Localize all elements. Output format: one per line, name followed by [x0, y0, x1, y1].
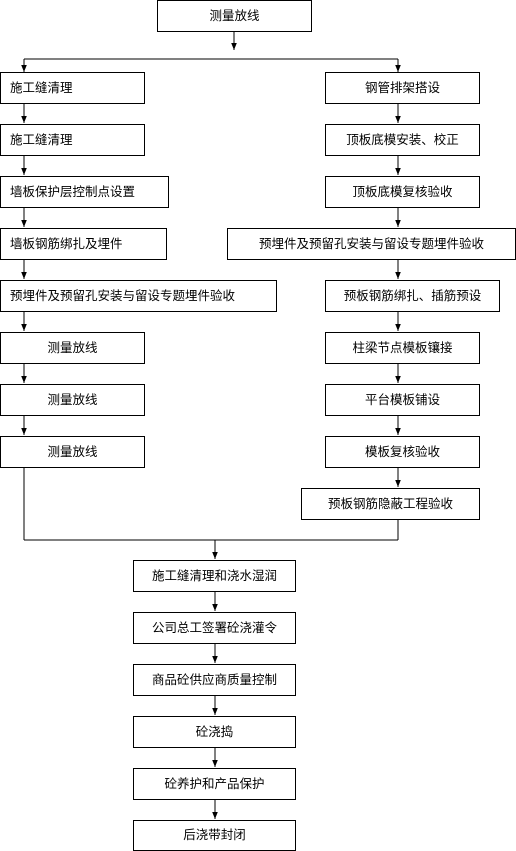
right-step-8: 模板复核验收	[325, 436, 480, 468]
bottom-step-5: 砼养护和产品保护	[133, 768, 296, 800]
bottom-step-1: 施工缝清理和浇水湿润	[133, 560, 296, 592]
step-top-survey: 测量放线	[157, 0, 312, 32]
left-step-6: 测量放线	[0, 332, 145, 364]
bottom-step-4: 砼浇捣	[133, 716, 296, 748]
bottom-step-3: 商品砼供应商质量控制	[133, 664, 296, 696]
right-step-4: 预埋件及预留孔安装与留设专题埋件验收	[227, 228, 516, 260]
bottom-step-2: 公司总工签署砼浇灌令	[133, 612, 296, 644]
left-step-7: 测量放线	[0, 384, 145, 416]
left-step-5: 预埋件及预留孔安装与留设专题埋件验收	[0, 280, 277, 312]
left-step-2: 施工缝清理	[0, 124, 145, 156]
left-step-3: 墙板保护层控制点设置	[0, 176, 169, 208]
right-step-1: 钢管排架搭设	[325, 72, 480, 104]
left-step-4: 墙板钢筋绑扎及埋件	[0, 228, 167, 260]
right-step-9: 预板钢筋隐蔽工程验收	[301, 488, 480, 520]
right-step-3: 顶板底模复核验收	[325, 176, 480, 208]
right-step-2: 顶板底模安装、校正	[325, 124, 480, 156]
right-step-7: 平台模板铺设	[325, 384, 480, 416]
left-step-8: 测量放线	[0, 436, 145, 468]
bottom-step-6: 后浇带封闭	[133, 820, 296, 851]
left-step-1: 施工缝清理	[0, 72, 145, 104]
right-step-6: 柱梁节点模板镶接	[325, 332, 480, 364]
right-step-5: 预板钢筋绑扎、插筋预设	[325, 280, 500, 312]
